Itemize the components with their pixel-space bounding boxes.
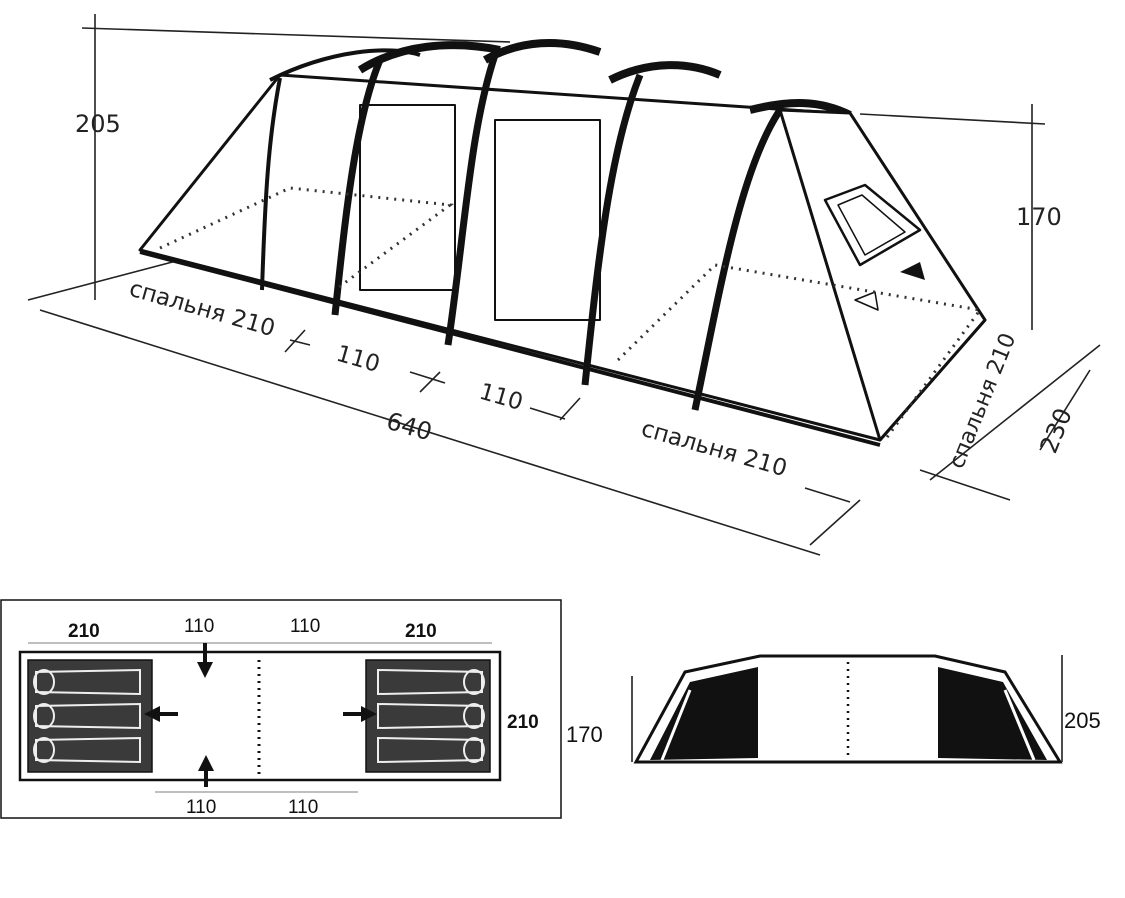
- cross-section: 170 205: [566, 654, 1101, 764]
- plan-top-mid-2-label: 110: [290, 616, 320, 637]
- entrance-arrows: [144, 643, 377, 787]
- plan-top-left-label: 210: [68, 621, 100, 642]
- section-segments: [284, 329, 851, 503]
- plan-bottom-1-label: 110: [186, 797, 216, 818]
- arrow-up-icon: [198, 755, 214, 787]
- cross-section-left-strip: [660, 689, 692, 761]
- cross-section-right-wall: [938, 667, 1047, 760]
- sleeping-bags-right: [377, 668, 485, 764]
- sleeping-compartment-right: [365, 659, 491, 773]
- floor-plan: 210 110 110 210 210 110 110: [0, 599, 562, 819]
- height-right-label: 170: [1016, 203, 1062, 231]
- total-length-label: 640: [383, 407, 435, 447]
- total-width-label: 230: [1035, 404, 1078, 457]
- arrow-down-icon: [197, 643, 213, 678]
- height-left-label: 205: [75, 110, 121, 138]
- plan-top-mid-1-label: 110: [184, 616, 214, 637]
- arrow-right-icon: [343, 706, 377, 722]
- plan-width-label: 210: [507, 712, 539, 733]
- tent-perspective-view: 205 170 спальня 210 110 110 640 спальня …: [27, 14, 1101, 556]
- section-left-height-label: 170: [566, 722, 603, 747]
- living-2-label: 110: [476, 379, 525, 416]
- plan-bottom-2-label: 110: [288, 797, 318, 818]
- sleeping-right-label: спальня 210: [638, 416, 789, 482]
- section-right-height-label: 205: [1064, 708, 1101, 733]
- living-1-label: 110: [333, 341, 382, 378]
- cross-section-left-wall: [650, 667, 758, 760]
- arrow-left-icon: [144, 706, 178, 722]
- cross-section-right-strip: [1003, 689, 1036, 761]
- tent-body: [138, 38, 987, 447]
- sleeping-bags-left: [33, 668, 141, 764]
- dimension-lines: [27, 14, 1101, 556]
- sleeping-compartment-left: [27, 659, 153, 773]
- plan-top-right-label: 210: [405, 621, 437, 642]
- sleeping-left-label: спальня 210: [126, 276, 277, 342]
